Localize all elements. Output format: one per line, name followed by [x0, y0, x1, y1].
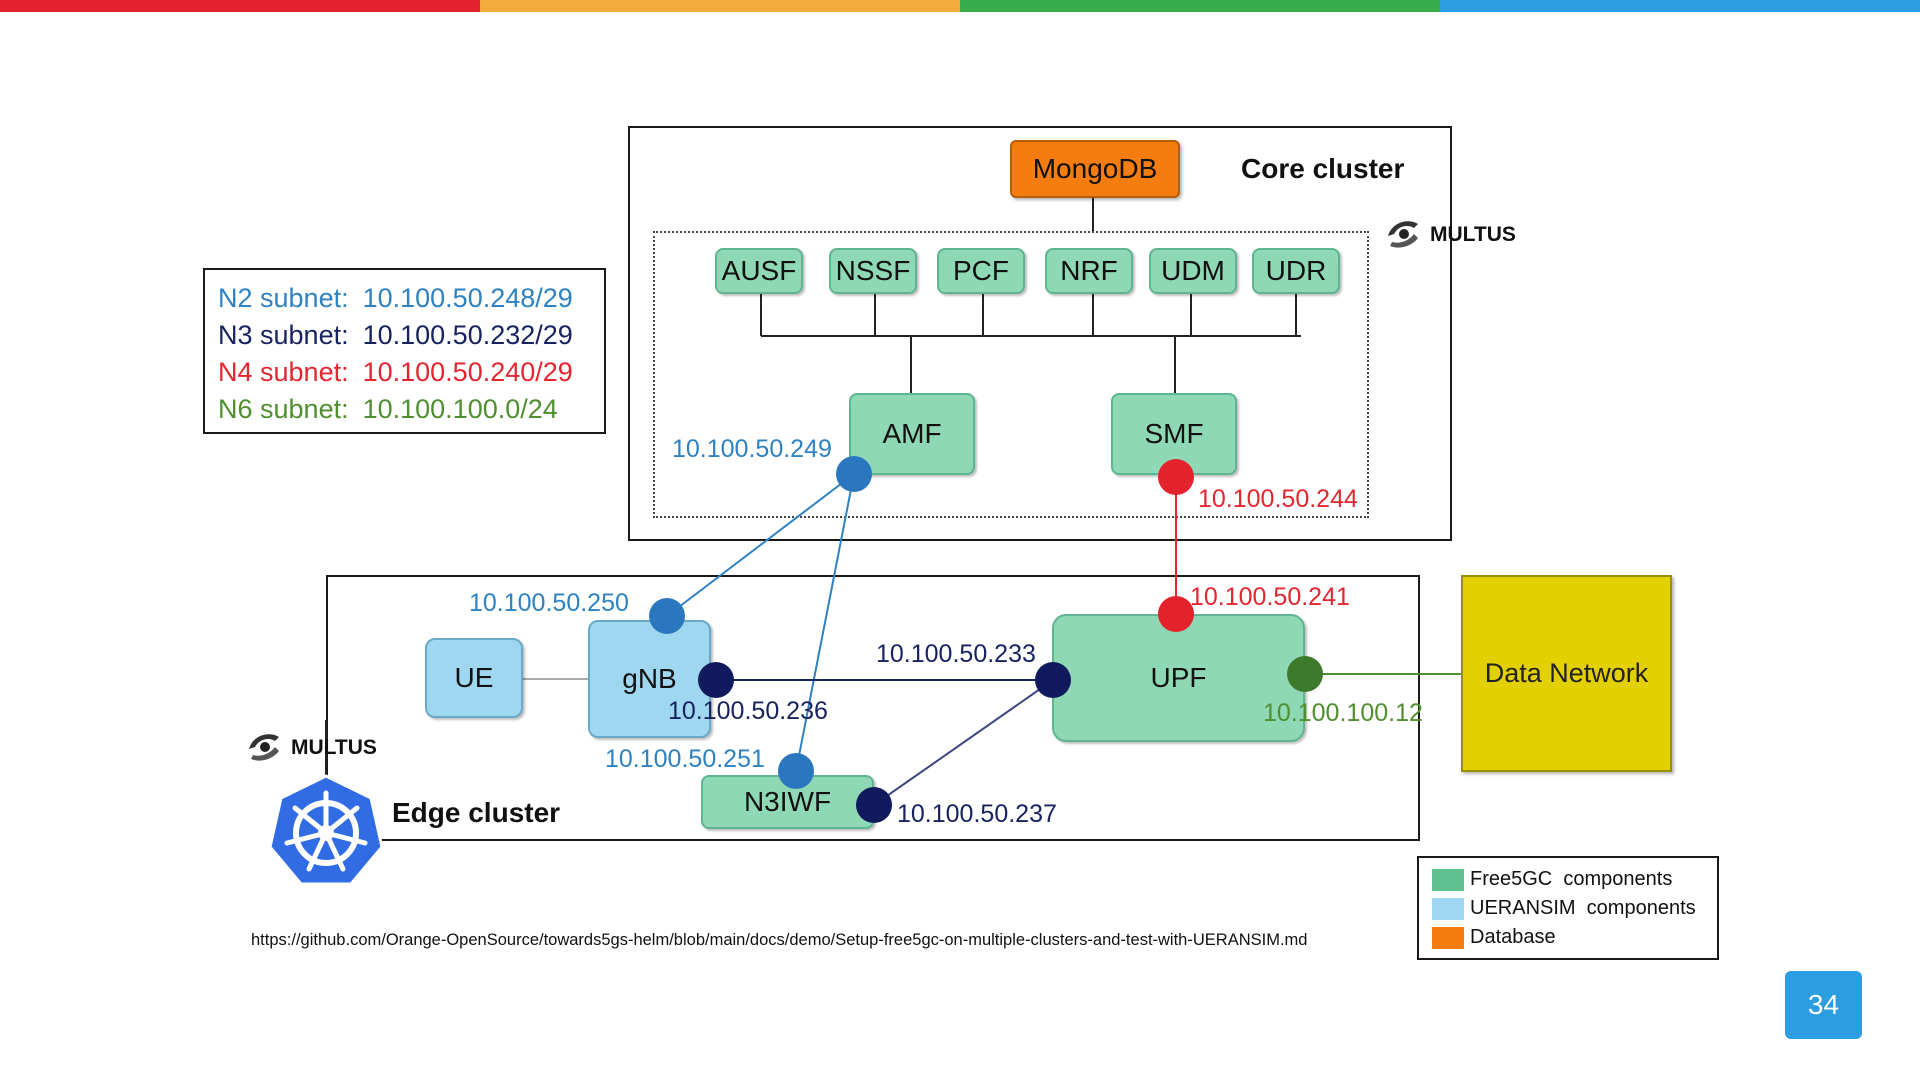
legend-row-database: Database — [1432, 923, 1717, 952]
ue-box: UE — [425, 638, 523, 718]
subnet-row-n3: N3 subnet: 10.100.50.232/29 — [218, 317, 604, 354]
mongodb-label: MongoDB — [1032, 153, 1158, 184]
nf-label: N3IWF — [743, 786, 832, 817]
top-bar-segment-red — [0, 0, 480, 12]
mongodb-box: MongoDB — [1010, 140, 1180, 198]
legend-row-free5gc: Free5GC components — [1432, 865, 1717, 894]
smf-n4-dot — [1158, 459, 1194, 495]
gnb-label: gNB — [622, 663, 677, 694]
gnb-n3-dot — [698, 662, 734, 698]
top-color-bar — [0, 0, 1920, 12]
ip-gnb-n3: 10.100.50.236 — [668, 697, 828, 725]
page-number-badge: 34 — [1785, 971, 1862, 1039]
source-link[interactable]: https://github.com/Orange-OpenSource/tow… — [251, 931, 1308, 949]
ip-n3iwf-n2: 10.100.50.251 — [605, 745, 765, 773]
n2-link-gnb — [666, 473, 855, 617]
gnb-n2-dot — [649, 598, 685, 634]
ip-smf: 10.100.50.244 — [1198, 485, 1358, 513]
n2-link-n3iwf — [795, 473, 855, 772]
nf-nssf: NSSF — [829, 248, 917, 294]
ip-upf-n6: 10.100.100.12 — [1263, 699, 1423, 727]
legend-label: Free5GC components — [1470, 868, 1673, 890]
nf-udr: UDR — [1252, 248, 1340, 294]
legend-swatch — [1432, 897, 1464, 920]
edge-cluster-title: Edge cluster — [392, 797, 561, 828]
n3iwf-n2-dot — [778, 753, 814, 789]
nf-label: AUSF — [721, 255, 797, 286]
subnet-value: 10.100.50.232/29 — [362, 320, 573, 350]
subnet-value: 10.100.50.240/29 — [362, 357, 573, 387]
ue-label: UE — [454, 662, 494, 693]
upf-n6-dot — [1287, 656, 1323, 692]
nf-label: AMF — [882, 418, 942, 449]
ip-amf: 10.100.50.249 — [672, 435, 832, 463]
nf-label: PCF — [953, 255, 1009, 286]
nf-label: UDR — [1265, 255, 1327, 286]
component-legend: Free5GC components UERANSIM components D… — [1417, 856, 1719, 960]
subnet-row-n6: N6 subnet: 10.100.100.0/24 — [218, 391, 604, 428]
ip-gnb-n2: 10.100.50.250 — [469, 589, 629, 617]
nf-label: SMF — [1144, 418, 1204, 449]
legend-swatch — [1432, 868, 1464, 891]
edge-multus-logo: MULTUS — [245, 727, 377, 769]
top-bar-segment-blue — [1440, 0, 1920, 12]
core-cluster-title: Core cluster — [1241, 153, 1405, 184]
core-nf-group-box — [653, 231, 1369, 518]
edge-cluster-box — [326, 575, 1420, 841]
subnet-value: 10.100.50.248/29 — [362, 283, 573, 313]
nf-label: UDM — [1161, 255, 1225, 286]
top-bar-segment-orange — [480, 0, 960, 12]
n3iwf-n3-dot — [856, 787, 892, 823]
amf-n2-dot — [836, 456, 872, 492]
n3-link-n3iwf-upf — [873, 679, 1054, 806]
subnet-label: N4 subnet: — [218, 357, 349, 387]
core-cluster-box — [628, 126, 1452, 541]
ip-upf-n3: 10.100.50.233 — [876, 640, 1036, 668]
subnet-label: N3 subnet: — [218, 320, 349, 350]
legend-label: Database — [1470, 926, 1556, 948]
upf-n4-dot — [1158, 596, 1194, 632]
gnb-box: gNB — [588, 620, 711, 738]
top-bar-segment-green — [960, 0, 1440, 12]
data-network-label: Data Network — [1484, 658, 1649, 688]
multus-icon — [245, 727, 285, 769]
kubernetes-icon — [268, 773, 384, 892]
nf-amf: AMF — [849, 393, 975, 475]
core-multus-logo: MULTUS — [1384, 214, 1516, 256]
multus-label: MULTUS — [1430, 223, 1516, 246]
data-network-box: Data Network — [1461, 575, 1672, 772]
legend-row-ueransim: UERANSIM components — [1432, 894, 1717, 923]
page-number: 34 — [1807, 989, 1840, 1020]
subnet-label: N2 subnet: — [218, 283, 349, 313]
legend-swatch — [1432, 926, 1464, 949]
multus-icon — [1384, 214, 1424, 256]
subnet-label: N6 subnet: — [218, 394, 349, 424]
subnet-row-n4: N4 subnet: 10.100.50.240/29 — [218, 354, 604, 391]
nf-udm: UDM — [1149, 248, 1237, 294]
legend-label: UERANSIM components — [1470, 897, 1696, 919]
multus-label: MULTUS — [291, 736, 377, 759]
ip-upf-n4: 10.100.50.241 — [1190, 583, 1350, 611]
subnet-box: N2 subnet: 10.100.50.248/29 N3 subnet: 1… — [203, 268, 606, 434]
subnet-row-n2: N2 subnet: 10.100.50.248/29 — [218, 280, 604, 317]
subnet-value: 10.100.100.0/24 — [362, 394, 558, 424]
nf-label: NSSF — [835, 255, 911, 286]
nf-nrf: NRF — [1045, 248, 1133, 294]
nf-pcf: PCF — [937, 248, 1025, 294]
nf-ausf: AUSF — [715, 248, 803, 294]
nf-label: UPF — [1150, 662, 1207, 693]
ip-n3iwf-n3: 10.100.50.237 — [897, 800, 1057, 828]
nf-label: NRF — [1060, 255, 1118, 286]
upf-n3-dot — [1035, 662, 1071, 698]
